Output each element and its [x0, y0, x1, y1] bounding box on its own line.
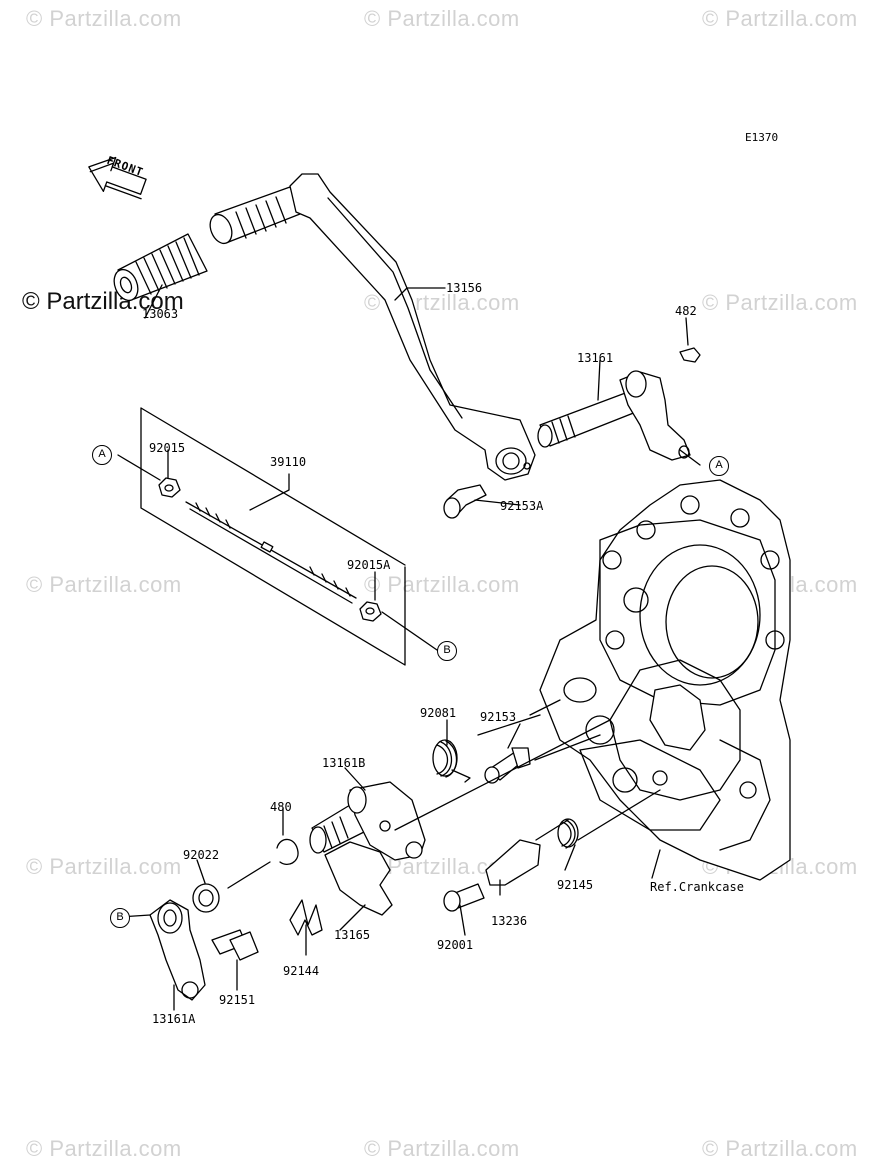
part-label[interactable]: 13161B	[322, 756, 366, 770]
part-label[interactable]: 92015	[149, 441, 186, 455]
watermark: © Partzilla.com	[26, 572, 182, 597]
shift-shaft-13161	[537, 370, 691, 461]
watermark: © Partzilla.com	[26, 1136, 182, 1161]
part-label[interactable]: 480	[270, 800, 292, 814]
spring-92144	[289, 899, 323, 936]
crankcase	[539, 479, 791, 881]
watermark: © Partzilla.com	[364, 1136, 520, 1161]
callout-b: B	[437, 641, 457, 661]
assembly-bracket	[140, 407, 406, 666]
lever-13161A	[149, 899, 206, 1001]
watermark: © Partzilla.com	[26, 854, 182, 879]
part-label[interactable]: 13236	[491, 914, 528, 928]
pin-92153	[484, 747, 531, 784]
callout-a: A	[709, 456, 729, 476]
watermark: © Partzilla.com	[26, 6, 182, 31]
watermark: © Partzilla.com	[364, 6, 520, 31]
watermark: © Partzilla.com	[702, 290, 858, 315]
nut-92015	[158, 477, 181, 498]
assembly-lines	[117, 449, 701, 918]
watermark-primary: © Partzilla.com	[22, 288, 184, 315]
nut-92015A	[359, 601, 382, 622]
front-arrow-icon	[88, 156, 147, 200]
bolt-92153A	[443, 484, 487, 519]
part-label[interactable]: 13161A	[152, 1012, 196, 1026]
part-label[interactable]: 92145	[557, 878, 594, 892]
part-label[interactable]: 13165	[334, 928, 371, 942]
bolt-92151	[211, 929, 259, 961]
part-label[interactable]: 92015A	[347, 558, 391, 572]
footpeg-rubber	[113, 233, 208, 302]
stopper-13236	[485, 839, 541, 886]
part-label[interactable]: 92151	[219, 993, 256, 1007]
part-label[interactable]: 13161	[577, 351, 614, 365]
diagram-id: E1370	[745, 131, 779, 144]
part-label[interactable]: 39110	[270, 455, 307, 469]
part-label[interactable]: 92153A	[500, 499, 544, 513]
spring-92081	[432, 739, 471, 783]
watermark: © Partzilla.com	[702, 1136, 858, 1161]
callout-a: A	[92, 445, 112, 465]
part-label[interactable]: 92153	[480, 710, 517, 724]
part-label[interactable]: 482	[675, 304, 697, 318]
part-label[interactable]: 13063	[142, 307, 179, 321]
part-label[interactable]: 92022	[183, 848, 220, 862]
leader-lines	[144, 284, 689, 1011]
footpeg	[209, 186, 301, 245]
part-label[interactable]: 92081	[420, 706, 457, 720]
watermark: © Partzilla.com	[364, 572, 520, 597]
callout-b: B	[110, 908, 130, 928]
spring-92145	[557, 818, 579, 849]
shift-shaft-13161B	[309, 781, 426, 861]
bolt-92001	[443, 883, 485, 912]
part-label[interactable]: 92144	[283, 964, 320, 978]
tie-rod-39110	[185, 501, 357, 604]
circlip-480	[276, 838, 299, 866]
part-label[interactable]: 92001	[437, 938, 474, 952]
watermark: © Partzilla.com	[702, 6, 858, 31]
shift-plate-13165	[324, 841, 393, 916]
washer-92022	[192, 883, 220, 913]
shift-pedal-arm	[289, 173, 536, 481]
part-label[interactable]: 13156	[446, 281, 483, 295]
part-label[interactable]: Ref.Crankcase	[650, 880, 744, 894]
clip-482	[679, 347, 701, 363]
